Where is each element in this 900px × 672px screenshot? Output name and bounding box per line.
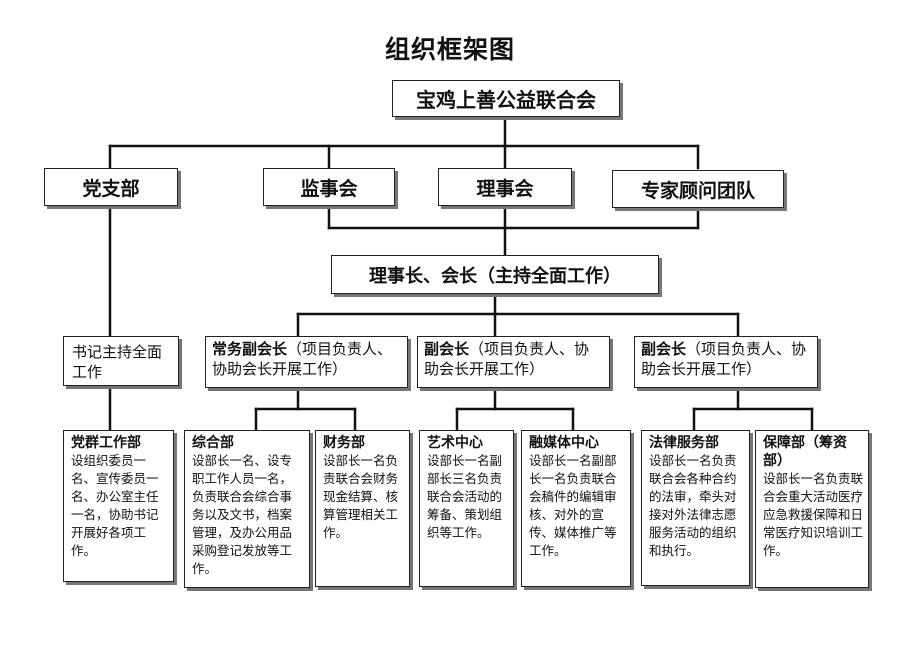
dept-art-center: 艺术中心 设部长一名副部长三名负责联合会活动的筹备、策划组织等工作。 [419, 430, 514, 587]
vp-2-desc: （项目负责人、协助会长开展工作） [641, 340, 807, 378]
node-supervisory-board: 监事会 [263, 168, 395, 206]
vp-1-title: 副会长 [424, 340, 470, 358]
dept-support: 保障部（筹资部） 设部长一名负责联合会重大活动医疗应急救援保障和日常医疗知识培训… [755, 430, 869, 588]
dept-legal-services-desc: 设部长一名负责联合会各种合约的法审，牵头对接对外法律志愿服务活动的组织和执行。 [649, 453, 737, 558]
vp-2-title: 副会长 [641, 340, 687, 358]
dept-media-center-desc: 设部长一名副部长一名负责联合会稿件的编辑审核、对外的宣传、媒体推广等工作。 [529, 453, 617, 558]
secretary-label: 书记主持全面工作 [72, 343, 163, 381]
dept-support-desc: 设部长一名负责联合会重大活动医疗应急救援保障和日常医疗知识培训工作。 [763, 471, 864, 558]
dept-general-affairs-desc: 设部长一名、设专职工作人员一名，负责联合会综合事务以及文书，档案管理，及办公用品… [192, 453, 293, 576]
node-secretary: 书记主持全面工作 [63, 336, 179, 386]
dept-general-affairs: 综合部 设部长一名、设专职工作人员一名，负责联合会综合事务以及文书，档案管理，及… [184, 430, 310, 588]
node-vp-2: 副会长（项目负责人、协助会长开展工作） [634, 336, 818, 388]
root-label: 宝鸡上善公益联合会 [416, 88, 596, 112]
node-party-branch: 党支部 [44, 168, 178, 206]
node-expert-team: 专家顾问团队 [612, 170, 784, 208]
executive-vp-title: 常务副会长 [212, 340, 288, 358]
dept-art-center-name: 艺术中心 [427, 435, 483, 451]
supervisory-board-label: 监事会 [300, 177, 358, 200]
node-chairman: 理事长、会长（主持全面工作） [331, 255, 659, 294]
expert-team-label: 专家顾问团队 [640, 179, 755, 202]
dept-media-center: 融媒体中心 设部长一名副部长一名负责联合会稿件的编辑审核、对外的宣传、媒体推广等… [521, 430, 631, 587]
node-vp-1: 副会长（项目负责人、协助会长开展工作） [417, 336, 610, 388]
dept-party-affairs-name: 党群工作部 [71, 435, 141, 451]
chairman-label: 理事长、会长（主持全面工作） [369, 265, 621, 287]
dept-party-affairs-desc: 设组织委员一名、宣传委员一名、办公室主任一名，协助书记开展好各项工作。 [71, 453, 159, 558]
party-branch-label: 党支部 [82, 177, 140, 200]
dept-art-center-desc: 设部长一名副部长三名负责联合会活动的筹备、策划组织等工作。 [427, 453, 503, 540]
dept-support-name: 保障部（筹资部） [763, 435, 847, 469]
dept-media-center-name: 融媒体中心 [529, 435, 599, 451]
node-executive-vp: 常务副会长（项目负责人、协助会长开展工作） [205, 336, 408, 388]
executive-vp-desc: （项目负责人、协助会长开展工作） [212, 340, 393, 378]
vp-1-desc: （项目负责人、协助会长开展工作） [424, 340, 590, 378]
dept-party-affairs: 党群工作部 设组织委员一名、宣传委员一名、办公室主任一名，协助书记开展好各项工作… [63, 430, 174, 582]
dept-legal-services: 法律服务部 设部长一名负责联合会各种合约的法审，牵头对接对外法律志愿服务活动的组… [641, 430, 750, 586]
node-council: 理事会 [438, 168, 572, 206]
dept-legal-services-name: 法律服务部 [649, 435, 719, 451]
dept-finance-name: 财务部 [323, 435, 365, 451]
dept-general-affairs-name: 综合部 [192, 435, 234, 451]
page-title: 组织框架图 [384, 35, 515, 64]
root-node: 宝鸡上善公益联合会 [392, 80, 620, 117]
council-label: 理事会 [476, 177, 534, 200]
dept-finance: 财务部 设部长一名负责联合会财务现金结算、核算管理相关工作。 [315, 430, 410, 587]
dept-finance-desc: 设部长一名负责联合会财务现金结算、核算管理相关工作。 [323, 453, 399, 540]
